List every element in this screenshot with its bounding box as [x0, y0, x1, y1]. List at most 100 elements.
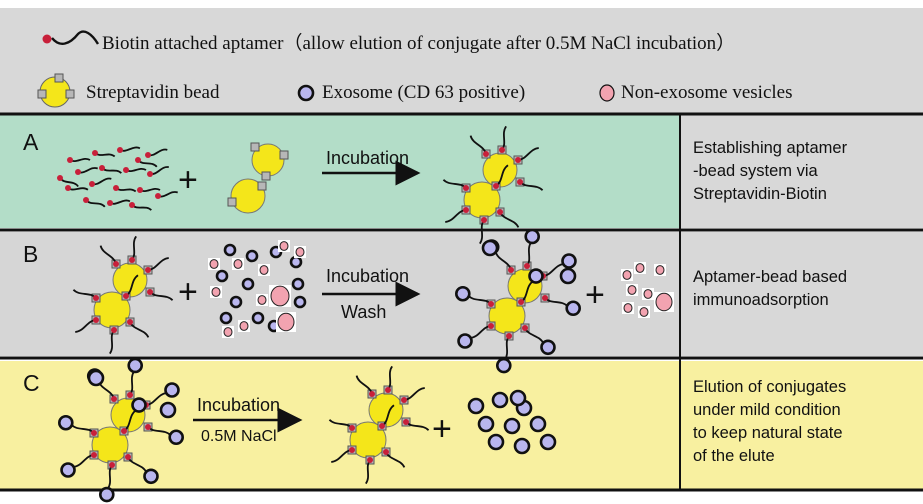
aptamer — [470, 323, 494, 339]
aptamer — [365, 457, 373, 485]
aptamer — [125, 454, 148, 473]
panel-b-letter: B — [23, 241, 38, 267]
aptamer — [517, 179, 544, 191]
panel-b-plus-sign: + — [178, 273, 198, 311]
aptamer — [109, 327, 117, 355]
panel-c-description-background — [680, 361, 923, 489]
aptamer — [123, 274, 139, 299]
streptavidin-site — [279, 150, 289, 160]
panel-a — [0, 114, 923, 228]
legend-background — [0, 8, 923, 114]
streptavidin-site — [227, 197, 237, 207]
exosome — [164, 382, 180, 398]
aptamer — [121, 409, 137, 434]
streptavidin-bead — [230, 178, 266, 214]
aptamer — [145, 424, 172, 436]
eluted-exosomes — [467, 389, 557, 455]
aptamer — [129, 202, 152, 211]
exosome — [513, 437, 531, 455]
exosome — [559, 267, 577, 285]
non-exosome-vesicle — [270, 285, 290, 307]
streptavidin-site — [250, 142, 260, 152]
aptamer — [542, 295, 569, 307]
panel-c-letter: C — [23, 370, 40, 396]
aptamer — [494, 251, 514, 273]
aptamer — [135, 157, 158, 168]
aptamer — [442, 179, 469, 191]
exosome — [481, 239, 499, 257]
aptamer — [331, 447, 355, 463]
non-exosome-vesicle — [627, 285, 637, 295]
non-exosome-vesicle — [211, 287, 221, 297]
aptamer — [504, 333, 512, 361]
aptamer — [403, 419, 430, 431]
non-exosome-vesicle — [233, 259, 243, 269]
exosome — [159, 401, 177, 419]
exosome-icon — [297, 84, 315, 102]
washed-non-exosome-vesicles — [621, 262, 674, 318]
released-aptamer-bead-complex — [328, 365, 430, 485]
non-exosome-vesicle — [639, 307, 649, 317]
aptamer — [137, 187, 161, 193]
exosome — [561, 253, 577, 269]
exosome — [143, 468, 159, 485]
streptavidin-site — [261, 171, 271, 181]
exosome — [495, 357, 512, 374]
non-exosome-legend-label: Non-exosome vesicles — [621, 82, 792, 103]
exosome — [215, 269, 229, 283]
aptamer-bead-complex-b — [72, 235, 174, 355]
aptamer — [99, 165, 122, 174]
aptamer — [155, 191, 179, 199]
non-exosome-vesicle — [257, 295, 267, 305]
exosome — [477, 415, 495, 433]
exosome — [60, 462, 76, 478]
aptamer — [70, 424, 97, 436]
panel-a-description-line-3: Streptavidin-Biotin — [693, 185, 827, 203]
panel-c-plus-sign: + — [432, 410, 452, 448]
separators — [0, 112, 923, 492]
aptamer-icon — [42, 30, 100, 45]
free-beads-group — [227, 142, 289, 214]
aptamer — [72, 289, 99, 301]
aptamer — [75, 167, 99, 175]
aptamer — [89, 177, 112, 187]
aptamer — [107, 462, 115, 490]
aptamer — [524, 241, 532, 269]
aptamer — [467, 295, 494, 307]
aptamer — [57, 175, 79, 188]
aptamer — [401, 387, 425, 403]
aptamer — [355, 375, 375, 397]
panel-a-description-line-2: -bead system via — [693, 162, 819, 180]
aptamer — [107, 199, 131, 206]
exosome — [58, 414, 74, 431]
aptamer — [497, 209, 520, 228]
non-exosome-vesicle — [259, 265, 269, 275]
exosome — [491, 391, 509, 409]
panel-b-description-background — [680, 232, 923, 356]
non-exosome-vesicle — [655, 265, 665, 275]
exosome — [565, 300, 581, 317]
free-aptamers-group — [57, 146, 179, 211]
aptamer — [147, 289, 174, 301]
aptamer — [99, 245, 119, 267]
exosome — [509, 389, 527, 407]
exosome — [245, 249, 259, 263]
non-exosome-vesicle — [277, 312, 295, 332]
exosome — [293, 295, 307, 309]
non-exosome-icon — [599, 84, 615, 102]
exosome-captured-complex-c — [58, 357, 184, 503]
captured-exosome-complex — [455, 228, 581, 374]
non-exosome-vesicle — [622, 270, 632, 280]
aptamer — [73, 452, 97, 468]
aptamer — [123, 167, 147, 173]
non-exosome-vesicle — [655, 292, 673, 312]
exosome — [455, 285, 471, 302]
exosome — [467, 397, 485, 415]
exosome-legend-label: Exosome (CD 63 positive) — [322, 82, 525, 103]
aptamer-bead-complex — [442, 125, 544, 245]
aptamer — [385, 365, 393, 393]
streptavidin-site — [257, 181, 267, 191]
aptamer — [522, 325, 545, 344]
exosome — [503, 417, 521, 435]
exosome — [529, 415, 547, 433]
